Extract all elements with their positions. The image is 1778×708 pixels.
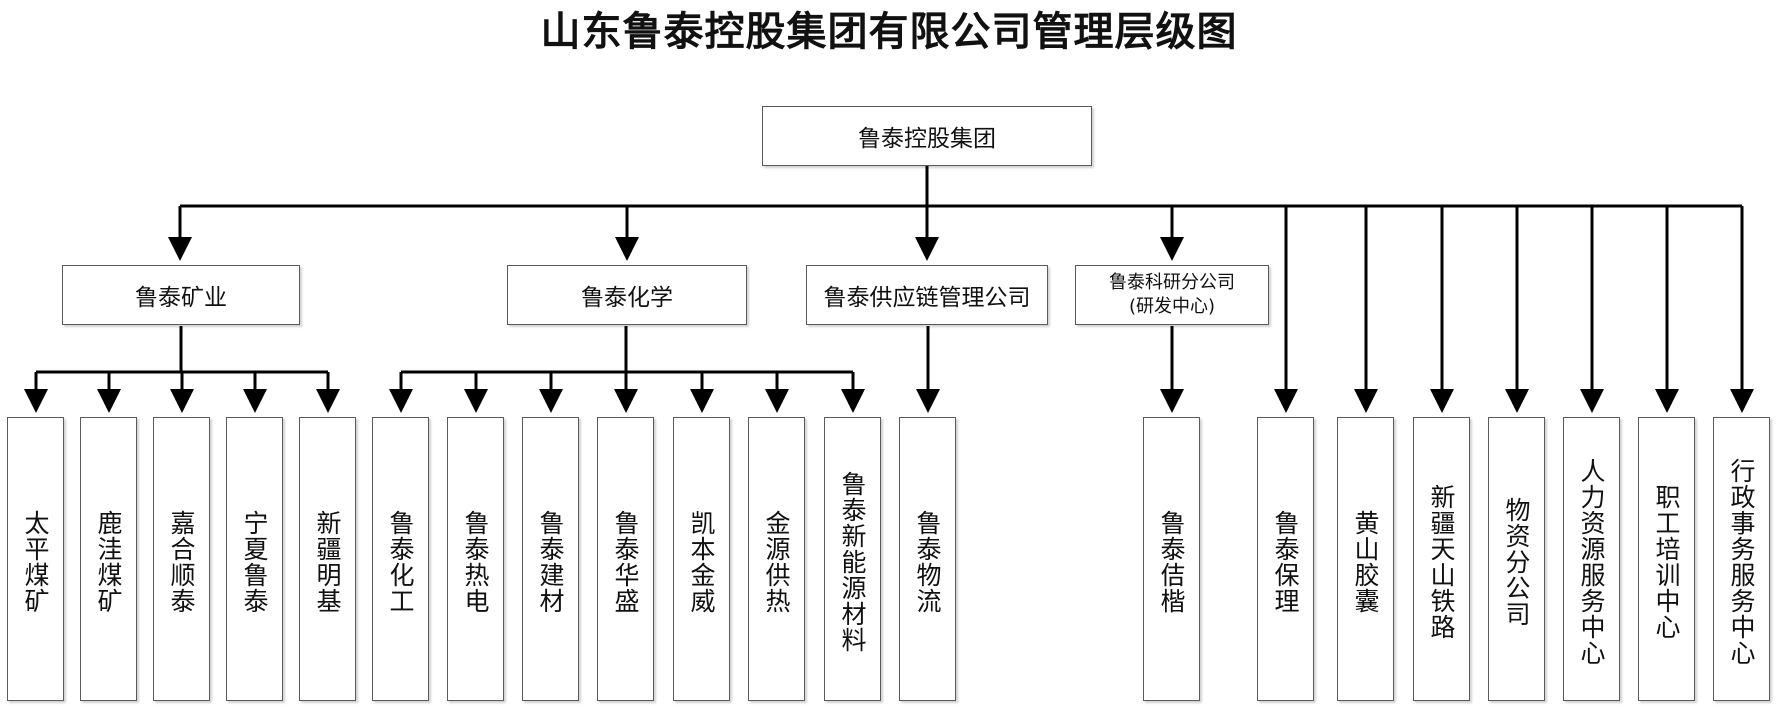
unit-xinkai: 鲁泰佶楷 (1143, 417, 1200, 701)
division-label: 鲁泰科研分公司 (1109, 272, 1235, 293)
unit-label: 鲁泰保理 (1271, 510, 1300, 614)
division-mining: 鲁泰矿业 (62, 265, 300, 325)
unit-label: 鹿洼煤矿 (94, 510, 123, 614)
division-supply-chain: 鲁泰供应链管理公司 (806, 265, 1048, 325)
unit-training: 职工培训中心 (1638, 417, 1695, 701)
unit-label: 物资分公司 (1502, 497, 1531, 627)
unit-baoli: 鲁泰保理 (1257, 417, 1314, 701)
division-sublabel: (研发中心) (1128, 296, 1216, 317)
chart-title: 山东鲁泰控股集团有限公司管理层级图 (540, 8, 1238, 55)
unit-luwa: 鹿洼煤矿 (80, 417, 137, 701)
division-label: 鲁泰供应链管理公司 (823, 285, 1031, 311)
unit-huangshan: 黄山胶囊 (1337, 417, 1394, 701)
unit-label: 凯本金威 (687, 510, 716, 614)
root-node-group: 鲁泰控股集团 (762, 106, 1092, 166)
unit-label: 鲁泰建材 (536, 510, 565, 614)
unit-jiahe: 嘉合顺泰 (153, 417, 210, 701)
division-chemical: 鲁泰化学 (507, 265, 747, 325)
unit-label: 新疆天山铁路 (1427, 484, 1456, 640)
division-label: 鲁泰化学 (581, 285, 673, 311)
unit-label: 职工培训中心 (1652, 484, 1681, 640)
unit-label: 黄山胶囊 (1351, 510, 1380, 614)
unit-xinjiang-mingji: 新疆明基 (299, 417, 356, 701)
unit-hr: 人力资源服务中心 (1563, 417, 1620, 701)
unit-label: 鲁泰新能源材料 (838, 471, 867, 653)
unit-redian: 鲁泰热电 (447, 417, 504, 701)
division-research: 鲁泰科研分公司 (研发中心) (1075, 265, 1269, 325)
unit-kaiben: 凯本金威 (673, 417, 730, 701)
unit-wuzi: 物资分公司 (1488, 417, 1545, 701)
unit-label: 鲁泰物流 (913, 510, 942, 614)
unit-admin: 行政事务服务中心 (1713, 417, 1770, 701)
unit-label: 鲁泰华盛 (611, 510, 640, 614)
unit-ningxia: 宁夏鲁泰 (226, 417, 283, 701)
division-label: 鲁泰矿业 (135, 285, 227, 311)
unit-label: 鲁泰热电 (461, 510, 490, 614)
unit-label: 太平煤矿 (21, 510, 50, 614)
unit-taiping: 太平煤矿 (7, 417, 64, 701)
unit-wuliu: 鲁泰物流 (899, 417, 956, 701)
unit-tianshan: 新疆天山铁路 (1413, 417, 1470, 701)
unit-huagong: 鲁泰化工 (372, 417, 429, 701)
unit-label: 新疆明基 (313, 510, 342, 614)
unit-label: 金源供热 (762, 510, 791, 614)
unit-huasheng: 鲁泰华盛 (597, 417, 654, 701)
unit-label: 宁夏鲁泰 (240, 510, 269, 614)
unit-jiancai: 鲁泰建材 (522, 417, 579, 701)
unit-xinnengyuan: 鲁泰新能源材料 (824, 417, 881, 701)
unit-jinyuan: 金源供热 (748, 417, 805, 701)
unit-label: 鲁泰佶楷 (1157, 510, 1186, 614)
root-node-label: 鲁泰控股集团 (858, 126, 996, 152)
unit-label: 嘉合顺泰 (167, 510, 196, 614)
unit-label: 人力资源服务中心 (1577, 458, 1606, 666)
unit-label: 鲁泰化工 (386, 510, 415, 614)
unit-label: 行政事务服务中心 (1727, 458, 1756, 666)
